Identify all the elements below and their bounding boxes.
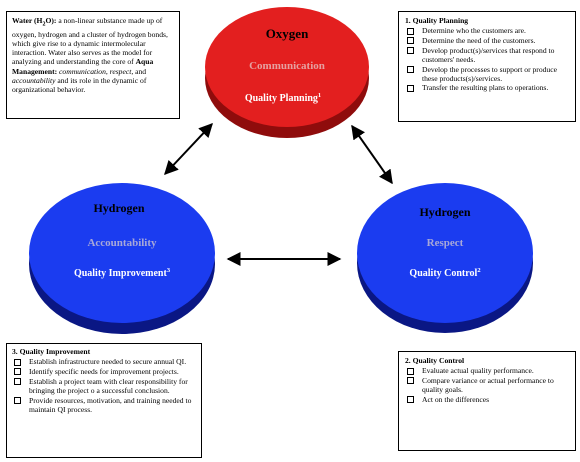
list-item: Develop product(s)/services that respond… [405,46,569,64]
hydrogen-left-value: Accountability [87,237,157,249]
hydrogen-left-disc: Hydrogen Accountability Quality Improvem… [29,183,215,334]
quality-control-list: Evaluate actual quality performance. Com… [405,366,569,404]
quality-control-box: 2. Quality Control Evaluate actual quali… [398,351,576,451]
quality-improvement-box: 3. Quality Improvement Establish infrast… [6,343,202,458]
oxygen-disc-top [205,7,369,127]
list-item: Determine who the customers are. [405,26,569,35]
communication-term: communication [59,66,106,76]
hydrogen-right-label: Quality Control2 [409,267,480,279]
hydrogen-right-disc: Hydrogen Respect Quality Control2 [357,183,533,333]
respect-term: respect [109,66,132,76]
list-item: Evaluate actual quality performance. [405,366,569,375]
list-item: Compare variance or actual performance t… [405,376,569,394]
quality-improvement-heading: 3. Quality Improvement [12,347,91,356]
hydrogen-left-title: Hydrogen [93,201,144,215]
list-item: Transfer the resulting plans to operatio… [405,83,569,92]
water-text-2: and its role in the dynamic of organizat… [12,75,147,94]
oxygen-value: Communication [249,60,325,72]
list-item: Provide resources, motivation, and train… [12,396,196,414]
list-item: Develop the processes to support or prod… [405,65,569,83]
list-item: Establish a project team with clear resp… [12,377,196,395]
list-item: Establish infrastructure needed to secur… [12,357,196,366]
water-definition-box: Water (H2O): a non-linear substance made… [6,11,180,119]
list-item: Act on the differences [405,395,569,404]
hydrogen-right-title: Hydrogen [419,205,470,219]
water-text-1: a non-linear substance made up of oxygen… [12,16,168,67]
quality-planning-heading: 1. Quality Planning [405,16,469,25]
hydrogen-left-label: Quality Improvement3 [74,267,171,279]
aqua-management-term: Aqua Management [12,57,154,76]
hydrogen-left-disc-top [29,183,215,323]
list-item: Identify specific needs for improvement … [12,367,196,376]
colon: : [54,66,60,76]
water-title: Water (H2O): [12,16,57,28]
hydrogen-right-disc-top [357,183,533,323]
oxygen-disc: Oxygen Communication Quality Planning1 [205,7,369,138]
list-item: Determine the need of the customers. [405,36,569,45]
and-word: , and [131,66,147,76]
arrow-oxygen-hydrogen-right [351,124,393,185]
oxygen-label: Quality Planning1 [245,92,321,104]
quality-improvement-list: Establish infrastructure needed to secur… [12,357,196,414]
hydrogen-right-value: Respect [427,237,464,249]
comma: , [105,66,110,76]
arrow-oxygen-hydrogen-left [164,122,213,176]
quality-planning-box: 1. Quality Planning Determine who the cu… [398,11,576,122]
accountability-term: accountability [12,75,56,85]
quality-control-heading: 2. Quality Control [405,356,465,365]
oxygen-title: Oxygen [266,26,309,41]
quality-planning-list: Determine who the customers are. Determi… [405,26,569,92]
